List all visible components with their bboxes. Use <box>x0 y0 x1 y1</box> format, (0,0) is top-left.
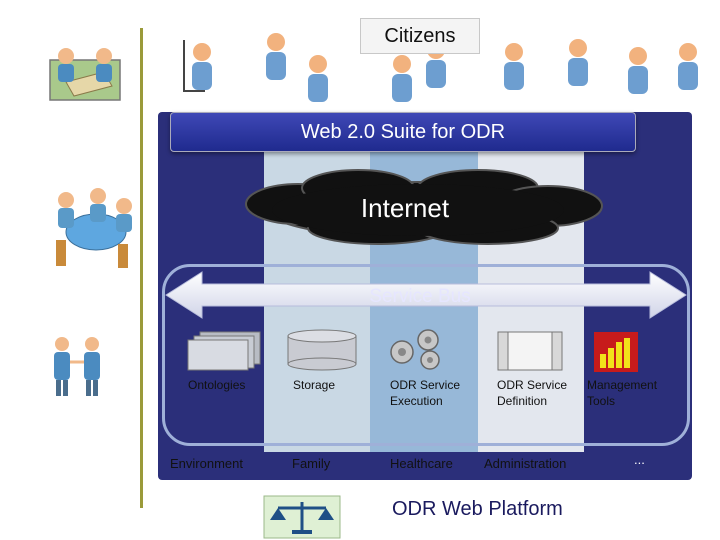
round-table-meeting-illustration <box>56 188 132 268</box>
platform-title: ODR Web Platform <box>392 498 563 520</box>
citizen-person-icon <box>628 47 648 94</box>
meeting-desk-illustration <box>49 48 121 101</box>
citizens-people-group <box>192 33 698 102</box>
handshake-illustration <box>54 337 100 396</box>
citizen-person-icon <box>192 43 212 90</box>
domain-healthcare: Healthcare <box>390 456 453 471</box>
citizen-person-icon <box>678 43 698 90</box>
management-chart-icon <box>594 332 638 372</box>
gears-icon <box>390 329 440 370</box>
citizen-person-icon <box>308 55 328 102</box>
component-label-definition: ODR Service Definition <box>497 378 568 408</box>
internet-label: Internet <box>360 193 450 223</box>
citizens-label: Citizens <box>360 18 480 54</box>
domain-administration: Administration <box>484 456 567 471</box>
component-label-storage: Storage <box>293 378 336 392</box>
suite-bar: Web 2.0 Suite for ODR <box>170 112 636 152</box>
service-bus-label: Service Bus <box>369 286 471 307</box>
axis-tick-horizontal <box>183 90 205 92</box>
component-label-execution: ODR Service Execution <box>390 378 461 408</box>
citizen-person-icon <box>504 43 524 90</box>
component-label-management: Management Tools <box>587 378 658 408</box>
definition-window-icon <box>497 331 563 371</box>
service-bus-band <box>162 264 690 446</box>
ontology-pages-icon <box>187 331 261 371</box>
domain-family: Family <box>292 456 331 471</box>
domain-more: ... <box>634 452 645 467</box>
citizen-person-icon <box>568 39 588 86</box>
citizen-person-icon <box>392 55 412 102</box>
component-label-ontologies: Ontologies <box>188 378 246 392</box>
internet-cloud-shape <box>245 169 603 245</box>
domain-environment: Environment <box>170 456 243 471</box>
axis-tick-vertical <box>183 40 185 92</box>
citizen-person-icon <box>266 33 286 80</box>
left-divider-line <box>140 28 143 508</box>
service-bus-arrow <box>165 271 687 319</box>
database-cylinder-icon <box>287 329 357 371</box>
justice-scales-icon <box>263 495 341 539</box>
